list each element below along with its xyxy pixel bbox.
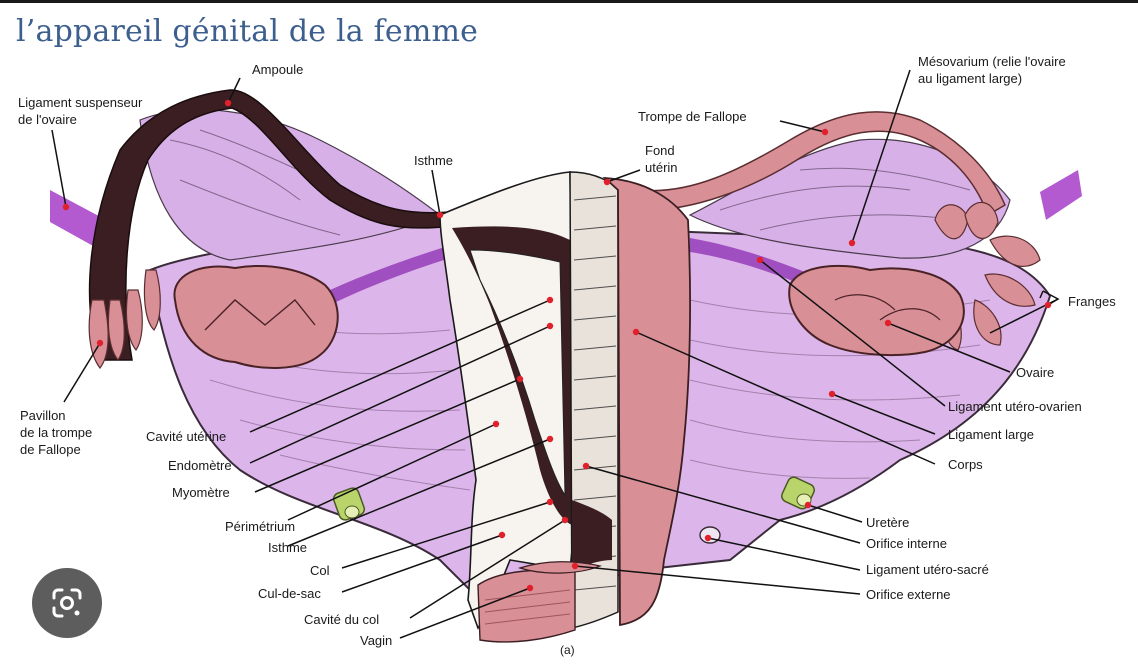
label-ligament-suspenseur-1: Ligament suspenseur — [18, 95, 143, 110]
label-orifice-externe: Orifice externe — [866, 587, 951, 602]
label-endometre: Endomètre — [168, 458, 232, 473]
label-ligament-utero-sacre: Ligament utéro-sacré — [866, 562, 989, 577]
label-franges: Franges — [1068, 294, 1116, 309]
label-ligament-suspenseur-2: de l'ovaire — [18, 112, 77, 127]
label-ligament-large: Ligament large — [948, 427, 1034, 442]
label-perimetrium: Périmétrium — [225, 519, 295, 534]
label-ovaire: Ovaire — [1016, 365, 1054, 380]
label-ampoule: Ampoule — [252, 62, 303, 77]
left-ovarian-ligament — [330, 246, 450, 302]
label-cavite-uterine: Cavité utérine — [146, 429, 226, 444]
label-isthme-bottom: Isthme — [268, 540, 307, 555]
right-ovary — [788, 264, 965, 357]
right-mesosalpinx — [688, 138, 1011, 259]
label-orifice-interne: Orifice interne — [866, 536, 947, 551]
figure-tag: (a) — [560, 643, 575, 657]
marker-dots — [62, 99, 1052, 592]
google-lens-button[interactable] — [32, 568, 102, 638]
label-myometre: Myomètre — [172, 485, 230, 500]
label-fond-2: utérin — [645, 160, 678, 175]
label-pavillon-2: de la trompe — [20, 425, 92, 440]
cervical-canal — [572, 500, 612, 570]
label-ligament-utero-ovarien: Ligament utéro-ovarien — [948, 399, 1082, 414]
label-isthme-top: Isthme — [414, 153, 453, 168]
top-border — [0, 0, 1138, 3]
label-col: Col — [310, 563, 330, 578]
label-uretere: Uretère — [866, 515, 909, 530]
vagina — [477, 569, 576, 643]
label-mesovarium-2: au ligament large) — [918, 71, 1022, 86]
label-cul-de-sac: Cul-de-sac — [258, 586, 321, 601]
label-pavillon-3: de Fallope — [20, 442, 81, 457]
label-mesovarium-1: Mésovarium (relie l'ovaire — [918, 54, 1066, 69]
right-ureter-icon — [781, 476, 815, 510]
label-corps: Corps — [948, 457, 983, 472]
label-pavillon-1: Pavillon — [20, 408, 66, 423]
label-vagin: Vagin — [360, 633, 392, 648]
label-cavite-col: Cavité du col — [304, 612, 379, 627]
label-fond-1: Fond — [645, 143, 675, 158]
external-os — [518, 561, 602, 574]
right-suspensory-vessel — [1040, 170, 1082, 220]
label-trompe: Trompe de Fallope — [638, 109, 747, 124]
left-fimbriae — [88, 269, 161, 369]
page-title: l’appareil génital de la femme — [16, 14, 479, 49]
google-lens-icon — [52, 588, 82, 618]
uterus-body — [602, 176, 691, 627]
